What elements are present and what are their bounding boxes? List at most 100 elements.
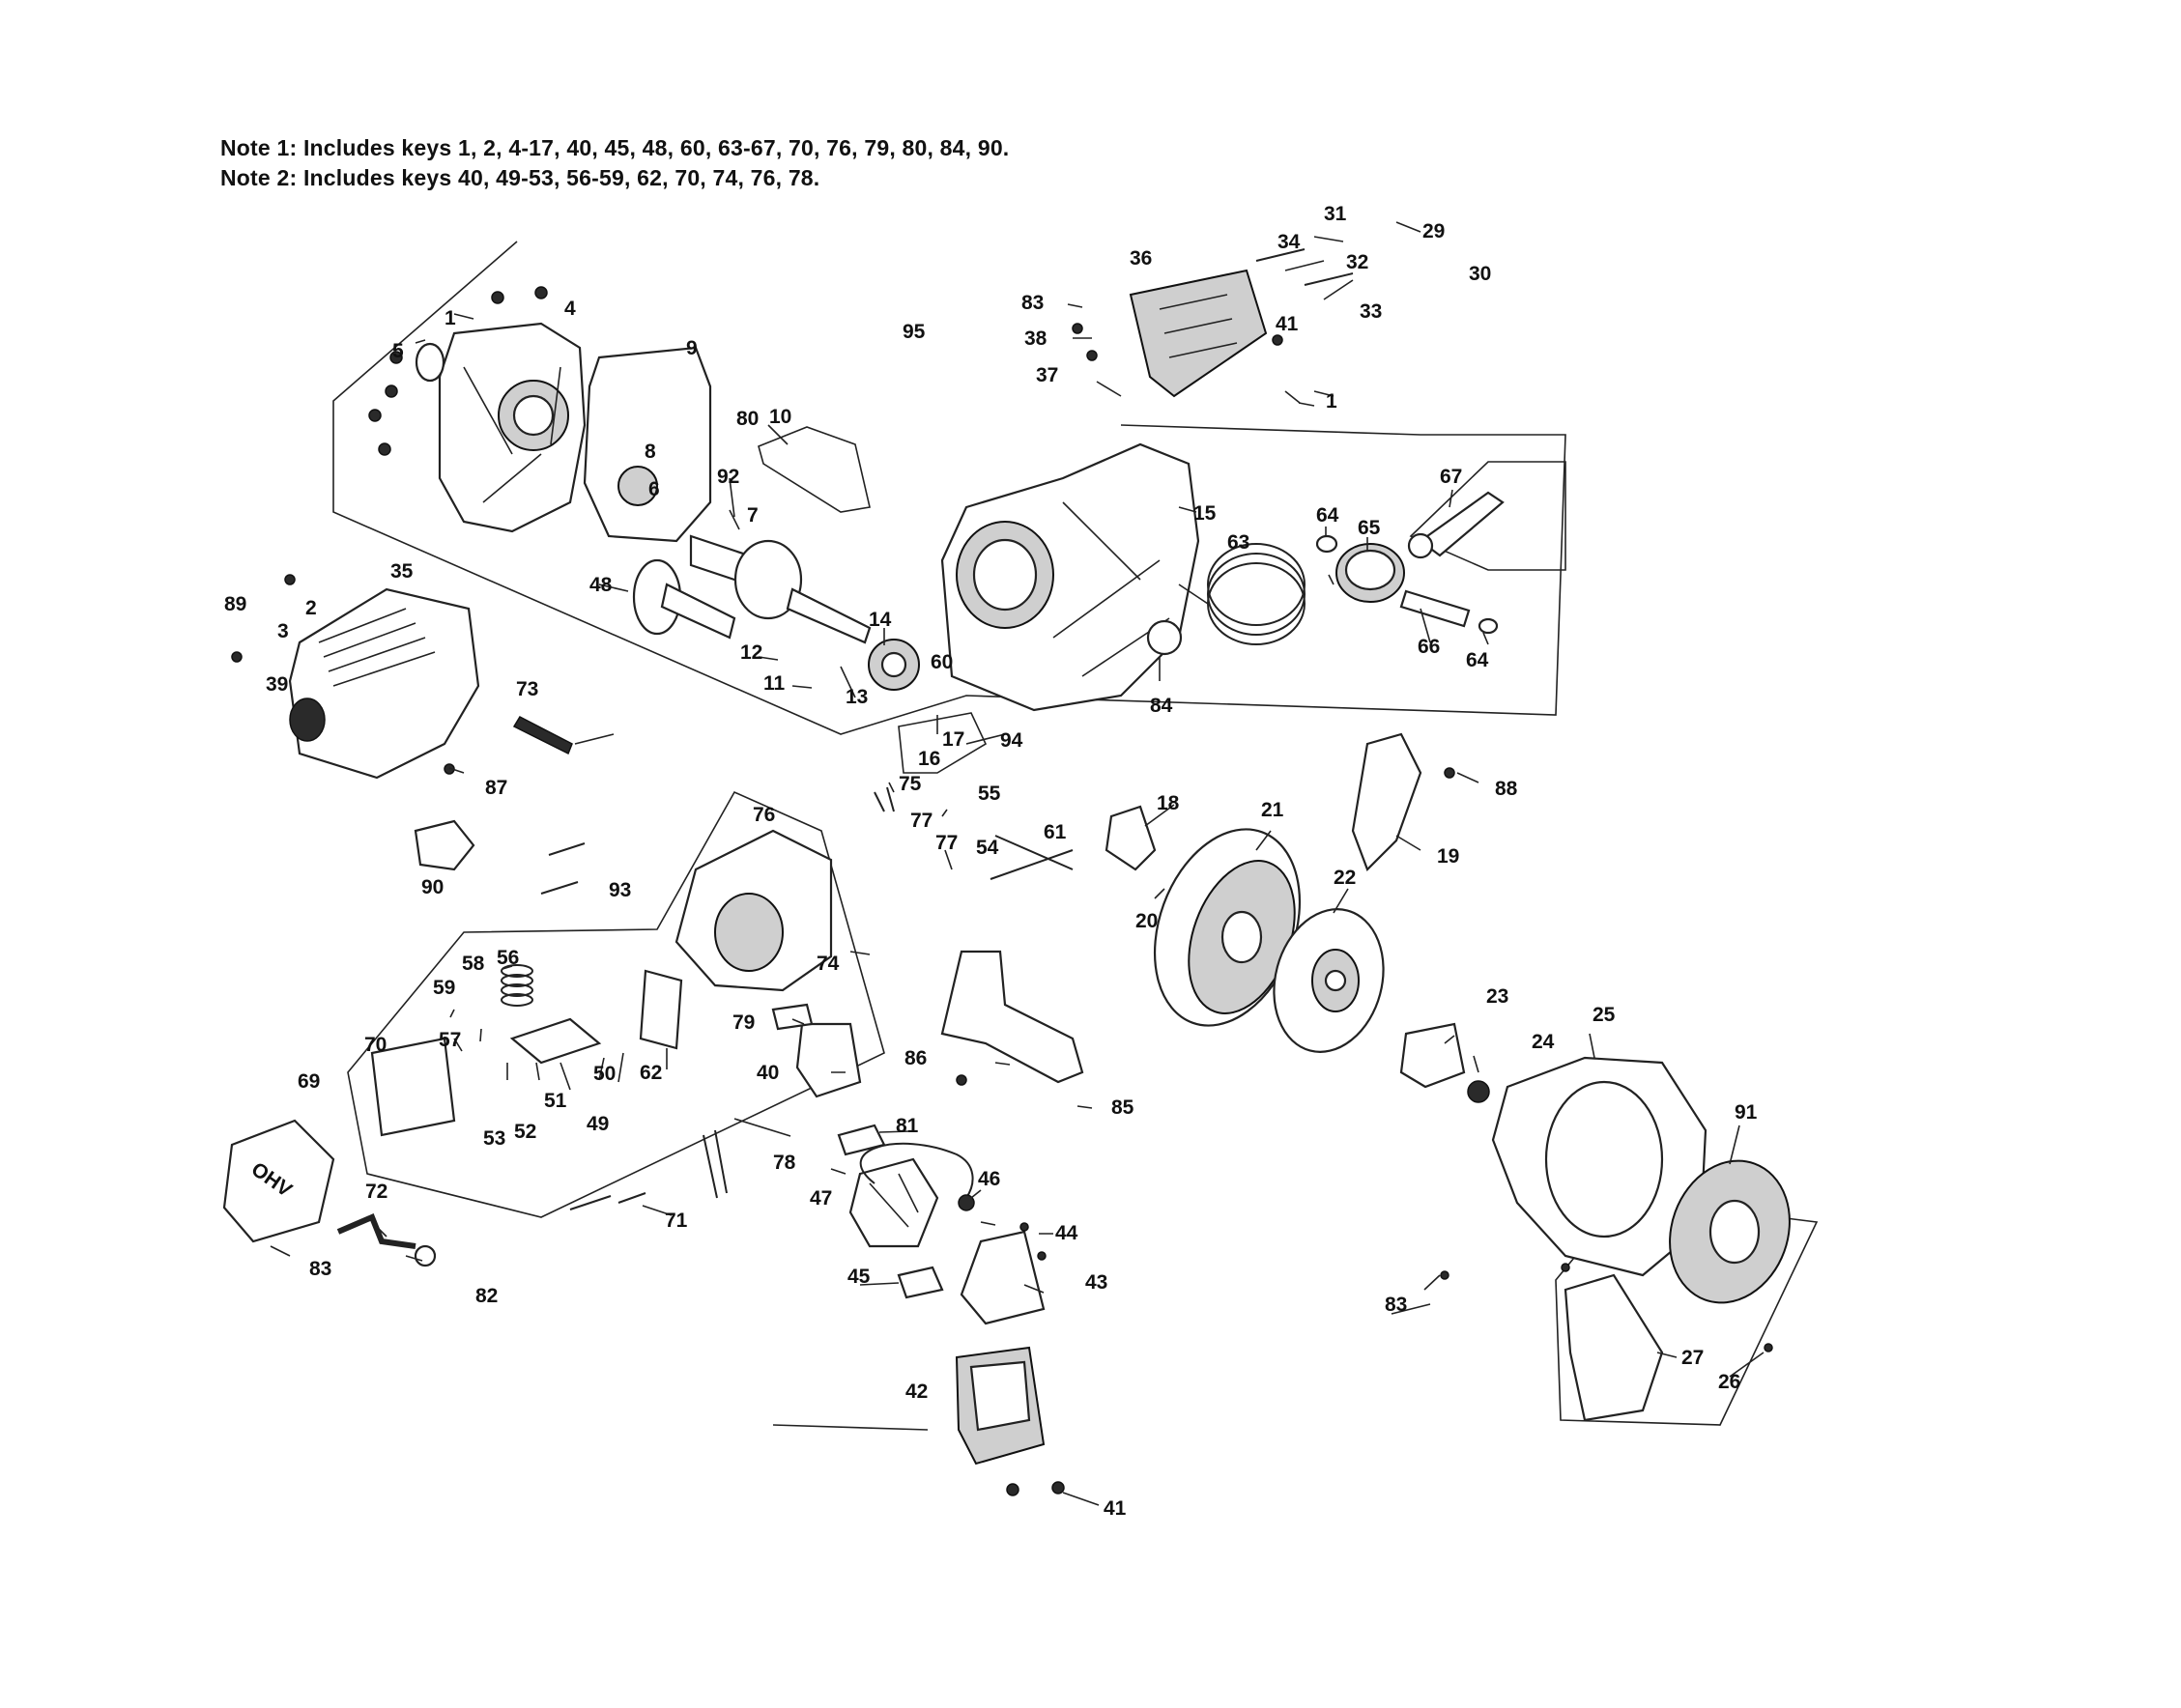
key-30: 30	[1469, 263, 1491, 285]
engine-block	[940, 442, 1200, 712]
oil-seal-84	[1146, 619, 1183, 656]
key-58: 58	[462, 953, 485, 975]
key-3: 3	[277, 620, 289, 642]
key-23: 23	[1486, 985, 1508, 1008]
key-62: 62	[640, 1062, 662, 1084]
key-82: 82	[475, 1285, 498, 1307]
key-54: 54	[976, 837, 999, 859]
key-85: 85	[1111, 1096, 1134, 1119]
valve-cover: OHV	[222, 1119, 335, 1243]
key-84: 84	[1150, 695, 1173, 717]
key-24: 24	[1532, 1031, 1555, 1053]
key-46: 46	[978, 1168, 1000, 1190]
ignition-coil	[1105, 805, 1157, 871]
key-75: 75	[899, 773, 922, 795]
key-77: 77	[935, 832, 958, 854]
key-87: 87	[485, 777, 507, 799]
flywheel-nut	[1467, 1080, 1490, 1103]
key-42: 42	[905, 1381, 928, 1403]
key-16: 16	[918, 748, 940, 770]
key-79: 79	[732, 1011, 755, 1034]
cylinder-head	[674, 829, 833, 992]
key-43: 43	[1085, 1271, 1107, 1294]
key-67: 67	[1440, 466, 1462, 488]
key-88: 88	[1495, 778, 1518, 800]
key-83: 83	[309, 1258, 331, 1280]
key-40: 40	[757, 1062, 779, 1084]
key-6: 6	[648, 478, 660, 500]
crankshaft	[689, 534, 872, 644]
valve-springs	[501, 964, 533, 1007]
key-93: 93	[609, 879, 631, 901]
key-95: 95	[903, 321, 926, 343]
key-51: 51	[544, 1090, 567, 1112]
key-53: 53	[483, 1127, 505, 1150]
outline-group-95	[332, 241, 1566, 735]
gasket	[583, 346, 712, 543]
key-33: 33	[1360, 300, 1382, 323]
outline-group-94	[898, 712, 988, 774]
parts: OHV	[222, 269, 1791, 1496]
air-filter-elbow	[960, 1230, 1046, 1325]
key-70: 70	[364, 1034, 387, 1056]
key-65: 65	[1358, 517, 1381, 539]
key-89: 89	[224, 593, 246, 615]
outline-group-67	[1409, 461, 1566, 571]
key-86: 86	[904, 1047, 927, 1069]
key-47: 47	[810, 1187, 832, 1210]
key-18: 18	[1157, 792, 1180, 814]
key-41: 41	[1276, 313, 1299, 335]
key-26: 26	[1718, 1371, 1740, 1393]
key-31: 31	[1324, 203, 1347, 225]
starter-grip	[1564, 1273, 1664, 1422]
key-76: 76	[753, 804, 775, 826]
key-1: 1	[1326, 390, 1337, 413]
outline-group-93	[347, 790, 885, 1218]
spark-plug	[512, 716, 573, 755]
gasket-45	[897, 1266, 944, 1299]
key-38: 38	[1024, 327, 1047, 350]
air-cleaner-base	[955, 1346, 1046, 1466]
key-1: 1	[445, 307, 456, 329]
key-19: 19	[1437, 845, 1459, 868]
key-10: 10	[769, 406, 791, 428]
key-2: 2	[305, 597, 317, 619]
key-90: 90	[421, 876, 444, 898]
oil-seal	[415, 342, 445, 383]
key-50: 50	[593, 1063, 616, 1085]
note-2: Note 2: Includes keys 40, 49-53, 56-59, …	[220, 165, 820, 190]
key-15: 15	[1193, 502, 1217, 525]
gasket-79	[771, 1003, 814, 1031]
key-72: 72	[365, 1181, 387, 1203]
key-56: 56	[497, 947, 519, 969]
key-11: 11	[763, 672, 786, 695]
key-48: 48	[589, 574, 613, 596]
guide-plate	[639, 969, 683, 1050]
key-14: 14	[869, 609, 892, 631]
bearing-6	[617, 466, 658, 506]
blower-housing	[1491, 1056, 1707, 1277]
key-63: 63	[1227, 531, 1249, 554]
key-41: 41	[1104, 1497, 1127, 1520]
key-5: 5	[392, 340, 404, 362]
key-83: 83	[1021, 292, 1044, 314]
rocker-arm	[509, 1017, 602, 1065]
starter-cup	[1399, 1022, 1466, 1089]
key-73: 73	[516, 678, 538, 700]
key-78: 78	[773, 1152, 796, 1174]
key-21: 21	[1261, 799, 1284, 821]
insulator	[795, 1022, 862, 1098]
key-66: 66	[1418, 636, 1440, 658]
key-labels: 1 1 2 3 4 5 6 7 8 9 10 11 12 13 14 15 16…	[224, 203, 1758, 1520]
key-77: 77	[910, 810, 933, 832]
key-17: 17	[942, 728, 964, 751]
piston-pin	[1399, 589, 1471, 628]
key-55: 55	[978, 783, 1001, 805]
nut-41a	[1006, 1483, 1019, 1496]
parts-notes: Note 1: Includes keys 1, 2, 4-17, 40, 45…	[220, 133, 1009, 193]
nut-41b	[1051, 1481, 1065, 1494]
key-27: 27	[1681, 1347, 1704, 1369]
key-13: 13	[846, 686, 868, 708]
key-80: 80	[736, 408, 759, 430]
